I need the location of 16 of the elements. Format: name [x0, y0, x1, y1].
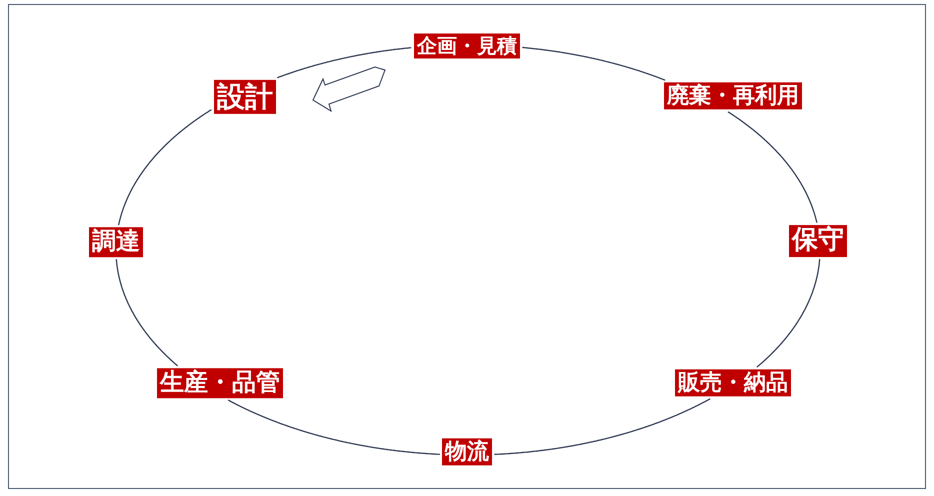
- stage-label: 物流: [442, 438, 492, 466]
- stage-label: 設計: [214, 80, 276, 114]
- cycle-arc: [756, 258, 820, 368]
- stage-label: 生産・品管: [157, 368, 283, 398]
- cycle-arc: [116, 259, 178, 366]
- cycle-arc: [277, 47, 412, 78]
- cycle-arc: [522, 46, 666, 81]
- stage-label: 廃棄・再利用: [664, 82, 802, 110]
- cycle-arc: [728, 111, 818, 223]
- stage-label: 保守: [789, 225, 847, 257]
- cycle-arc: [228, 399, 440, 455]
- stage-label: 企画・見積: [414, 34, 520, 58]
- stage-label: 販売・納品: [675, 369, 791, 397]
- cycle-arc: [118, 109, 212, 226]
- stage-label: 調達: [89, 227, 143, 257]
- cycle-arc: [494, 398, 710, 455]
